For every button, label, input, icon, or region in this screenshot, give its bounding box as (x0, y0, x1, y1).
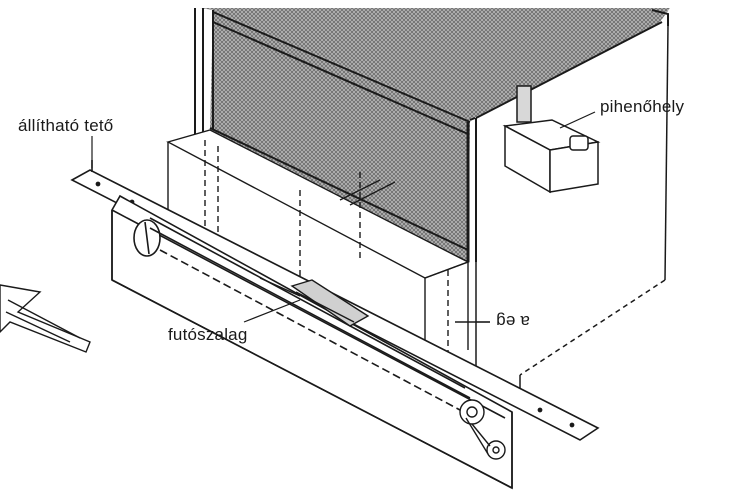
leader-lines (91, 111, 596, 323)
mesh-cage (194, 8, 670, 263)
label-adjustable-roof: állítható tető (18, 116, 114, 135)
label-resting-place: pihenőhely (600, 97, 685, 116)
label-treadmill-belt: futószalag (168, 325, 248, 344)
direction-arrow (0, 284, 91, 353)
enclosure-box (166, 129, 490, 360)
treadmill-belt (259, 277, 506, 460)
treadmill-trough (111, 194, 513, 490)
label-mirror: a eg (496, 312, 530, 331)
resting-place-box (502, 85, 601, 194)
